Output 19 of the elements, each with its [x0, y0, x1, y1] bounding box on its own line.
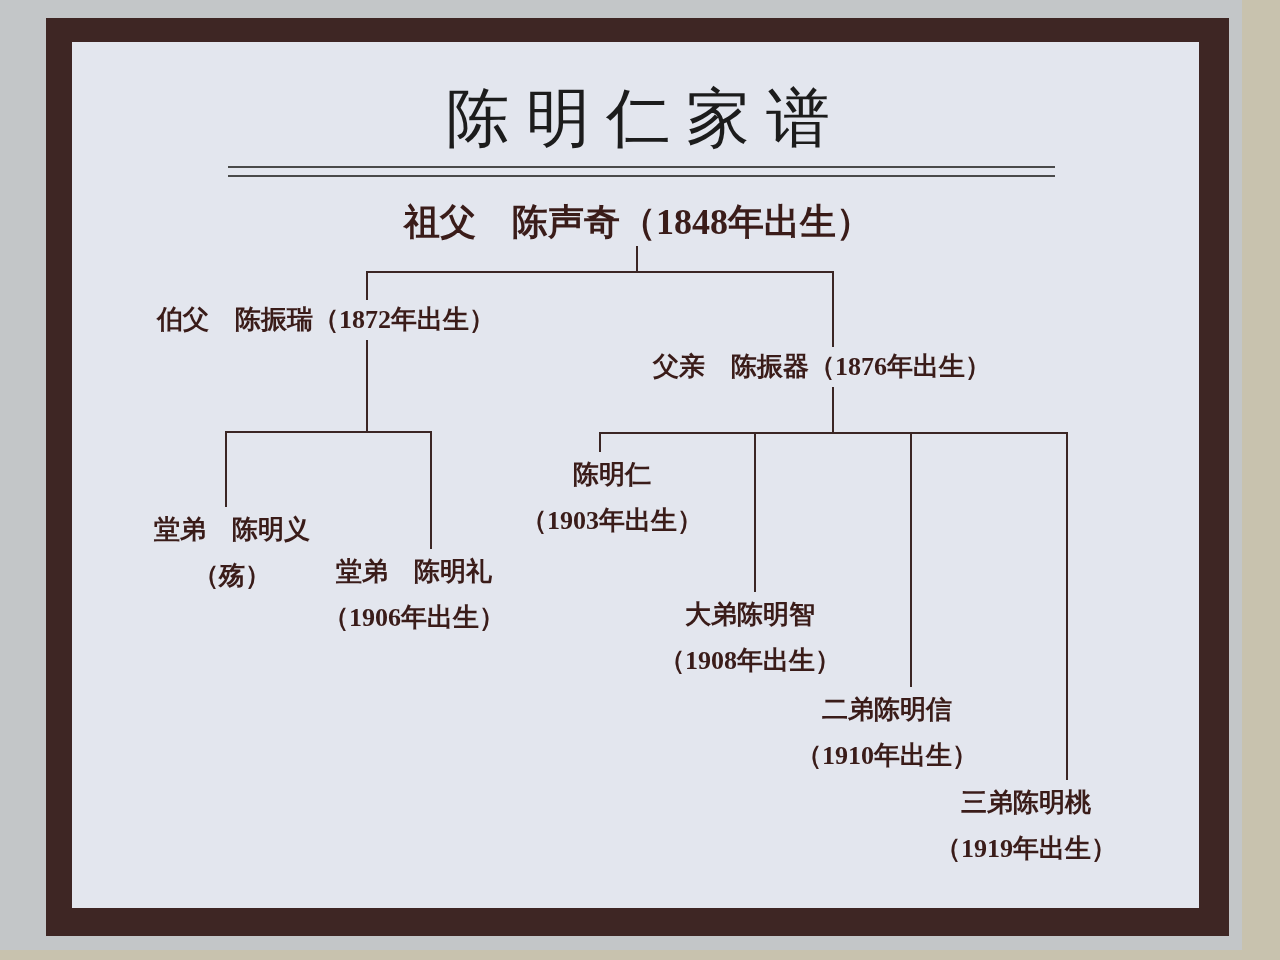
person-name: 伯父 陈振瑞（1872年出生）: [157, 304, 495, 336]
person-name: 堂弟 陈明礼: [336, 556, 492, 588]
person-name: 大弟陈明智: [685, 599, 815, 631]
connector-line: [636, 245, 834, 348]
person-note: （1910年出生）: [796, 740, 978, 772]
person-name: 堂弟 陈明义: [154, 514, 310, 546]
person-name: 父亲 陈振器（1876年出生）: [653, 351, 991, 383]
connector-line: [366, 339, 432, 550]
person-note: （1908年出生）: [659, 645, 841, 677]
person-name: 陈明仁: [573, 459, 651, 491]
title: 陈明仁家谱: [445, 80, 846, 157]
person-name: 祖父 陈声奇（1848年出生）: [404, 201, 872, 244]
person-name: 三弟陈明桃: [961, 787, 1091, 819]
connector-line: [832, 386, 1068, 781]
person-note: （1919年出生）: [935, 833, 1117, 865]
person-note: （1903年出生）: [521, 505, 703, 537]
person-note: （殇）: [193, 560, 271, 592]
person-name: 二弟陈明信: [822, 694, 952, 726]
person-note: （1906年出生）: [323, 602, 505, 634]
